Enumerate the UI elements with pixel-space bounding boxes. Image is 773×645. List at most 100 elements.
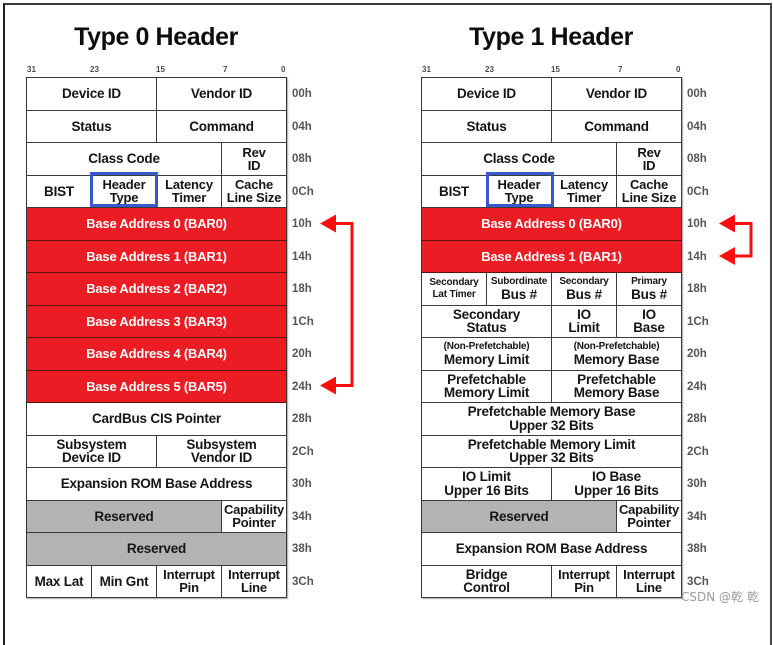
cell-text: Type — [109, 190, 139, 206]
cell-text: Base Address 3 (BAR3) — [86, 313, 227, 329]
cell-text: Pin — [179, 580, 199, 596]
offset-label: 20h — [292, 348, 312, 360]
cell-text: IO Base — [592, 469, 641, 485]
bar1-cell: Base Address 1 (BAR1) — [422, 240, 682, 273]
bar-range-arrows — [320, 214, 753, 395]
non-prefetchable-memory-limit-cell: (Non-Prefetchable)Memory Limit — [422, 338, 552, 371]
cell-text: Status — [466, 118, 507, 134]
cell-text: Subordinate — [490, 276, 548, 288]
cell-text: Base Address 1 (BAR1) — [481, 248, 622, 264]
cell-text: Upper 16 Bits — [444, 482, 529, 498]
cell-text: Subsystem — [186, 436, 257, 452]
cell-text: Vendor ID — [190, 450, 253, 466]
bit-label-7: 7 — [618, 65, 623, 74]
cell-text: Class Code — [483, 151, 555, 167]
cell-text: Primary — [631, 276, 667, 288]
cell-text: Base Address 2 (BAR2) — [86, 281, 227, 297]
cell-text: Rev — [637, 144, 661, 160]
cell-text: IO — [642, 306, 656, 322]
offset-label: 0Ch — [292, 185, 314, 198]
type0-title: Type 0 Header — [74, 23, 238, 51]
bar0-cell: Base Address 0 (BAR0) — [422, 208, 682, 241]
cell-text: Type — [504, 190, 534, 206]
cell-text: Control — [463, 580, 510, 596]
cell-text: Vendor ID — [190, 86, 253, 102]
offset-label: 14h — [292, 250, 312, 263]
cell-text: (Non-Prefetchable) — [573, 341, 660, 353]
expansion-rom-base-address-cell: Expansion ROM Base Address — [27, 468, 287, 501]
command-cell: Command — [157, 110, 287, 143]
cell-text: Reserved — [94, 508, 154, 524]
cell-text: Limit — [568, 320, 600, 336]
cell-text: Status — [466, 320, 507, 336]
bist-cell: BIST — [27, 175, 92, 208]
reserved-cell: Reserved — [422, 500, 617, 533]
cell-text: Latency — [165, 177, 213, 193]
offset-label: 20h — [687, 348, 707, 360]
cell-text: Memory Limit — [443, 385, 530, 401]
cell-text: Header — [497, 177, 541, 193]
cell-text: Latency — [560, 177, 608, 193]
cell-text: Bus # — [631, 286, 667, 302]
offset-label: 38h — [687, 543, 707, 555]
type1-header-table: Device ID Vendor ID Status Command Class… — [421, 77, 682, 598]
bar1-cell: Base Address 1 (BAR1) — [27, 240, 287, 273]
cell-text: Base Address 5 (BAR5) — [86, 378, 227, 394]
cell-text: Cache — [234, 177, 274, 193]
offset-label: 28h — [292, 413, 312, 425]
cell-text: Capability — [618, 502, 680, 518]
offset-label: 04h — [292, 120, 312, 133]
expansion-rom-base-address-cell: Expansion ROM Base Address — [422, 533, 682, 566]
cell-text: Timer — [171, 190, 207, 206]
type0-bit-labels: 31 23 15 7 0 — [26, 64, 288, 76]
cell-text: IO — [577, 306, 591, 322]
cell-text: IO Limit — [462, 469, 511, 485]
offset-label: 04h — [687, 120, 707, 133]
offset-label: 08h — [687, 153, 707, 165]
cell-text: Command — [189, 118, 254, 134]
cell-text: BIST — [439, 183, 469, 199]
cell-text: Interrupt — [558, 567, 610, 583]
cell-text: Base Address 0 (BAR0) — [86, 216, 227, 232]
cell-text: ID — [642, 157, 656, 173]
type0-bar-range-arrow-icon — [320, 214, 354, 395]
cell-text: Line — [636, 580, 662, 596]
offset-label: 30h — [292, 478, 312, 490]
cell-text: Bus # — [501, 286, 537, 302]
type1-register-grid: Device ID Vendor ID Status Command Class… — [421, 77, 682, 598]
offset-label: 2Ch — [687, 445, 709, 458]
cell-text: Memory Limit — [443, 351, 530, 367]
cell-text: Status — [71, 118, 112, 134]
bar0-cell: Base Address 0 (BAR0) — [27, 208, 287, 241]
cell-text: Class Code — [88, 151, 160, 167]
cell-text: Base Address 4 (BAR4) — [86, 346, 227, 362]
max-lat-cell: Max Lat — [27, 565, 92, 598]
cardbus-cis-pointer-cell: CardBus CIS Pointer — [27, 403, 287, 436]
vendor-id-cell: Vendor ID — [157, 78, 287, 111]
cell-text: Interrupt — [623, 567, 675, 583]
offset-label: 08h — [292, 153, 312, 165]
cell-text: Interrupt — [228, 567, 280, 583]
class-code-cell: Class Code — [422, 143, 617, 176]
type1-title: Type 1 Header — [469, 23, 633, 51]
cell-text: Timer — [566, 190, 602, 206]
cell-text: Bus # — [566, 286, 602, 302]
bit-label-31: 31 — [422, 65, 431, 74]
cell-text: Prefetchable Memory Limit — [467, 436, 636, 452]
